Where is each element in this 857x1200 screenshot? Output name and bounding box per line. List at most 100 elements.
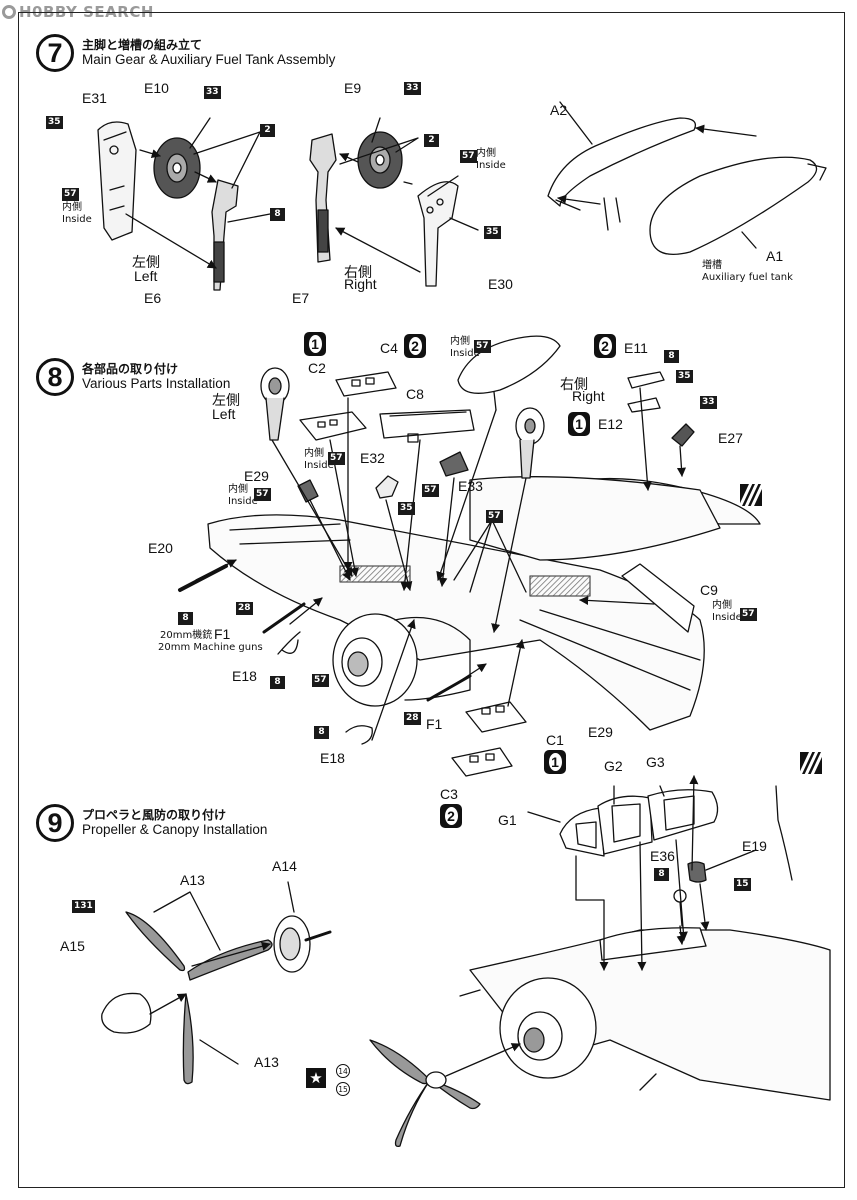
paint-code: 35 [676,370,693,383]
aux-tank-a1 [649,156,827,256]
star-marking-icon: ★ [306,1068,326,1088]
paint-code: 15 [734,878,751,891]
part-label-e29: E29 [588,724,613,740]
step-title-jp: 主脚と増槽の組み立て [82,37,203,52]
part-label-e19: E19 [742,838,767,854]
paint-code: 57 [312,674,329,687]
part-label-e18: E18 [232,668,257,684]
part-e11 [627,371,665,389]
paint-code: 57 [474,340,491,353]
paint-code: 57 [328,452,345,465]
paint-code: 8 [270,208,285,221]
paint-code: 35 [398,502,415,515]
gear-door-e30 [417,181,459,287]
part-label-e20: E20 [148,540,173,556]
paint-code: 2 [260,124,275,137]
propeller-hub-a14 [273,915,332,973]
part-label-c1: C1 [546,732,564,748]
aux-tank-a2 [547,117,697,231]
paint-code: 57 [254,488,271,501]
panel-c8 [379,409,475,443]
paint-code: 8 [654,868,669,881]
part-label-e9: E9 [344,80,362,96]
part-label-e33: E33 [458,478,483,494]
propeller-blade-a13-upper [125,911,186,972]
flap-c9 [621,563,695,633]
part-label-a15: A15 [60,938,85,954]
paint-code: 35 [484,226,501,239]
side-label-left-jp: 左側 [132,254,160,270]
gear-door-e31 [97,121,137,241]
machine-gun-note-jp: 20mm機銃 [160,630,213,641]
instruction-frame [18,12,845,1188]
part-e18-a [277,631,301,655]
panel-c2 [299,411,367,441]
side-label-left-jp: 左側 [212,392,240,408]
part-label-f1: F1 [214,626,231,642]
side-label-left-en: Left [212,406,236,422]
spinner-backplate-a13 [187,939,273,981]
machine-gun-note-en: 20mm Machine guns [158,642,263,653]
step-number: 9 [36,804,74,842]
part-e29 [297,479,319,503]
magnifier-icon [2,5,16,19]
option-marker-2: 2 [594,334,616,358]
part-label-c4: C4 [380,340,398,356]
paint-code: 33 [204,86,221,99]
paint-code-circle: 15 [336,1082,350,1096]
antenna-detail [775,785,793,881]
paint-code: 2 [424,134,439,147]
paint-code: 8 [270,676,285,689]
part-e12 [627,397,661,413]
gear-leg-right-step8 [515,407,545,479]
part-label-c9: C9 [700,582,718,598]
part-label-c3: C3 [440,786,458,802]
part-label-e31: E31 [82,90,107,106]
step-title-jp: プロペラと風防の取り付け [82,807,227,822]
gear-leg-e7 [309,133,337,263]
panel-c3 [451,747,513,777]
part-label-e6: E6 [144,290,162,306]
stripe-marking-icon [800,752,822,774]
side-label-right-en: Right [344,276,377,292]
option-marker-1: 1 [304,332,326,356]
stripe-marking-icon [740,484,762,506]
paint-code: 28 [404,712,421,725]
canopy-g1 [559,807,605,857]
part-label-g1: G1 [498,812,517,828]
paint-code: 57 [486,510,503,523]
option-marker-2: 2 [404,334,426,358]
gear-leg-left-step8 [260,367,290,441]
gear-leg-e6 [211,179,239,291]
wheel-e9 [357,131,403,189]
part-e32 [375,475,399,499]
propeller-blade-a13-lower [182,993,194,1085]
part-label-c2: C2 [308,360,326,376]
panel-c1 [465,701,527,733]
side-label-left-en: Left [134,268,158,284]
option-marker-1: 1 [568,412,590,436]
side-label-right-jp: 右側 [344,264,372,280]
paint-code: 33 [700,396,717,409]
part-label-e27: E27 [718,430,743,446]
paint-code: 8 [664,350,679,363]
paint-code: 57 [460,150,477,163]
step-number: 8 [36,358,74,396]
part-label-e32: E32 [360,450,385,466]
part-label-a13: A13 [180,872,205,888]
paint-code: 28 [236,602,253,615]
gun-f1-left [262,602,306,634]
side-label-right-jp: 右側 [560,376,588,392]
gun-e20 [178,564,228,592]
paint-code: 35 [46,116,63,129]
part-label-e11: E11 [624,340,648,356]
paint-code: 131 [72,900,95,913]
step-number: 7 [36,34,74,72]
